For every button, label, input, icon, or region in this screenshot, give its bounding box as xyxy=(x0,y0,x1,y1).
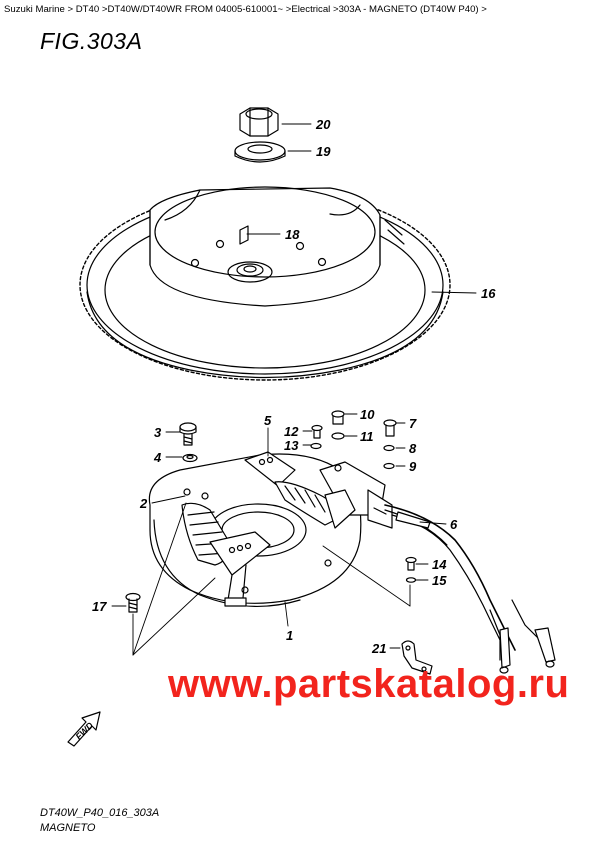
callout-20: 20 xyxy=(315,117,331,132)
callout-1: 1 xyxy=(286,628,293,643)
washer-13 xyxy=(310,442,322,450)
callout-10: 10 xyxy=(360,407,375,422)
callout-11: 11 xyxy=(360,429,374,444)
diagram-name: MAGNETO xyxy=(40,822,96,834)
callout-9: 9 xyxy=(409,459,417,474)
watermark: www.partskatalog.ru xyxy=(168,662,570,706)
washer-8 xyxy=(383,444,395,452)
flywheel-part xyxy=(79,186,451,381)
screw-14 xyxy=(405,556,417,571)
callout-7: 7 xyxy=(409,416,417,431)
washer-15 xyxy=(405,577,417,583)
callout-13: 13 xyxy=(284,438,299,453)
callout-17: 17 xyxy=(92,599,107,614)
callout-12: 12 xyxy=(284,424,299,439)
screw-12 xyxy=(311,424,323,439)
washer-11 xyxy=(331,432,345,440)
washer-part xyxy=(234,141,286,163)
wire-harness xyxy=(384,504,556,674)
callout-8: 8 xyxy=(409,441,417,456)
callout-19: 19 xyxy=(316,144,331,159)
callout-5: 5 xyxy=(264,413,272,428)
callout-15: 15 xyxy=(432,573,447,588)
screw-10 xyxy=(331,410,345,425)
breadcrumb[interactable]: Suzuki Marine > DT40 >DT40W/DT40WR FROM … xyxy=(4,4,487,15)
nut-part xyxy=(239,107,279,137)
callout-21: 21 xyxy=(371,641,386,656)
leader-lines xyxy=(111,123,477,656)
screw-7 xyxy=(383,419,397,437)
callout-16: 16 xyxy=(481,286,496,301)
screw-3 xyxy=(179,422,197,446)
callout-6: 6 xyxy=(450,517,458,532)
callout-2: 2 xyxy=(139,496,148,511)
washer-4 xyxy=(182,453,198,463)
clamp-21 xyxy=(401,640,433,675)
screw-17 xyxy=(125,592,141,613)
figure-title: FIG.303A xyxy=(40,28,143,54)
charge-coil xyxy=(181,502,271,607)
callout-4: 4 xyxy=(153,450,162,465)
callout-3: 3 xyxy=(154,425,162,440)
callout-18: 18 xyxy=(285,227,300,242)
fwd-arrow-icon xyxy=(67,711,101,747)
lighting-coil xyxy=(319,461,393,529)
pulser-coil xyxy=(244,451,337,526)
washer-9 xyxy=(383,462,395,470)
diagram-code: DT40W_P40_016_303A xyxy=(40,807,160,819)
callout-14: 14 xyxy=(432,557,447,572)
